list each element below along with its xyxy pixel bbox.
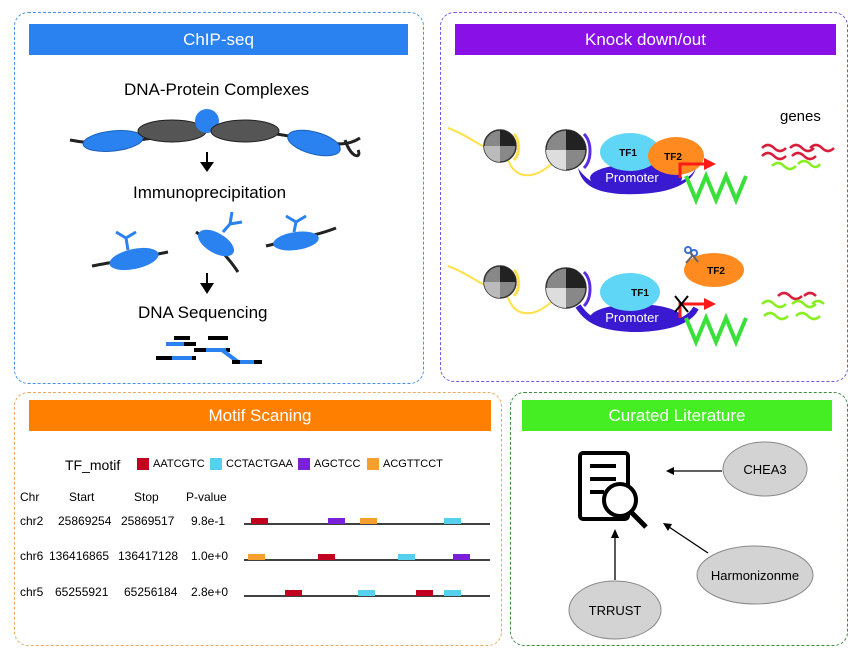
knockdown-upper <box>447 127 835 206</box>
chea3-label: CHEA3 <box>743 462 786 477</box>
cell-pvalue: 9.8e-1 <box>191 514 226 528</box>
document-search-icon <box>578 451 648 529</box>
literature-title: Curated Literature <box>608 405 746 425</box>
nucleosome-icon <box>545 129 592 171</box>
motif-swatch <box>367 458 379 470</box>
cell-stop: 136417128 <box>118 549 179 563</box>
knockdown-title: Knock down/out <box>585 29 706 49</box>
cell-pvalue: 2.8e+0 <box>191 585 229 599</box>
tf2-label-upper: TF2 <box>664 152 682 163</box>
header-chr: Chr <box>20 490 40 504</box>
cell-chr: chr6 <box>20 549 44 563</box>
motif-track-chr2 <box>244 518 490 525</box>
motif-swatch <box>210 458 222 470</box>
nucleosome-icon <box>483 129 520 163</box>
motif-seq: CCTACTGAA <box>226 458 294 470</box>
motif-seq: AGCTCC <box>314 458 361 470</box>
chipseq-step2-label: Immunoprecipitation <box>133 183 287 202</box>
motif-seq: ACGTTCCT <box>383 458 443 470</box>
cell-start: 25869254 <box>58 514 112 528</box>
cell-chr: chr2 <box>20 514 44 528</box>
motif-swatch <box>298 458 310 470</box>
arrow-chea3 <box>666 467 722 475</box>
literature-title-bar: Curated Literature <box>522 400 832 431</box>
motif-track-chr5 <box>244 590 490 597</box>
chipseq-title: ChIP-seq <box>183 29 254 49</box>
ip-complex-2 <box>195 211 243 273</box>
motif-legend-title: TF_motif <box>65 457 121 473</box>
chipseq-step3-label: DNA Sequencing <box>138 303 268 322</box>
trrust-node <box>568 580 662 640</box>
ip-complex-3 <box>265 214 337 251</box>
motif-track-chr6 <box>244 554 490 561</box>
header-start: Start <box>69 490 95 504</box>
chipseq-arrow-1 <box>200 152 214 172</box>
motif-seq: AATCGTC <box>153 458 205 470</box>
chipseq-panel <box>14 12 424 384</box>
tf1-label-lower: TF1 <box>631 288 649 299</box>
dna-protein-complex <box>69 109 361 158</box>
harmonizome-node <box>696 545 814 605</box>
motif-swatch <box>137 458 149 470</box>
trrust-label: TRRUST <box>589 603 642 618</box>
motif-title: Motif Scaning <box>208 405 312 425</box>
motif-panel <box>14 392 502 646</box>
header-pvalue: P-value <box>186 490 227 504</box>
chipseq-arrow-2 <box>200 273 214 294</box>
nucleosome-icon <box>483 265 520 299</box>
promoter-label-lower: Promoter <box>605 310 659 325</box>
knockdown-title-bar: Knock down/out <box>455 24 836 55</box>
cell-pvalue: 1.0e+0 <box>191 549 229 563</box>
cell-chr: chr5 <box>20 585 44 599</box>
ip-complex-1 <box>91 230 169 271</box>
chipseq-step1-label: DNA-Protein Complexes <box>124 80 310 99</box>
genes-label: genes <box>780 108 821 125</box>
cell-start: 136416865 <box>49 549 110 563</box>
cell-stop: 25869517 <box>121 514 175 528</box>
cell-start: 65255921 <box>55 585 109 599</box>
chipseq-title-bar: ChIP-seq <box>29 24 408 55</box>
knockdown-lower <box>447 246 825 348</box>
knockdown-panel <box>440 12 848 382</box>
promoter-label-upper: Promoter <box>605 170 659 185</box>
header-stop: Stop <box>134 490 159 504</box>
motif-title-bar: Motif Scaning <box>29 400 491 431</box>
arrow-harmonizome <box>663 523 709 554</box>
harmonizome-label: Harmonizonme <box>711 568 799 583</box>
cell-stop: 65256184 <box>124 585 178 599</box>
literature-panel <box>510 392 848 646</box>
chea3-node <box>722 441 808 497</box>
tf2-label-lower: TF2 <box>707 266 725 277</box>
arrow-trrust <box>611 529 619 580</box>
tf1-label-upper: TF1 <box>619 148 637 159</box>
scissors-icon <box>684 246 699 264</box>
nucleosome-icon <box>545 267 592 309</box>
sequencing-reads <box>156 336 262 364</box>
